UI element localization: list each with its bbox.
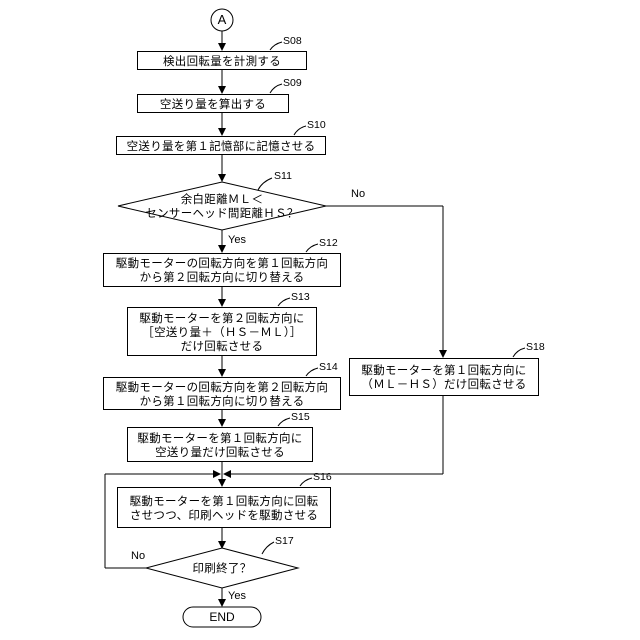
step-s12-line-2: から第２回転方向に切り替える <box>116 270 328 284</box>
step-s17-id: S17 <box>275 535 294 547</box>
s11-no-label: No <box>351 188 365 200</box>
step-s15-id: S15 <box>291 411 310 423</box>
step-s11-line-1: 余白距離ＭＬ＜ <box>132 192 312 206</box>
step-s08-box: 検出回転量を計測する <box>137 51 307 70</box>
step-s08-text: 検出回転量を計測する <box>163 54 281 68</box>
step-s10-id: S10 <box>307 119 326 131</box>
step-s11-id: S11 <box>274 170 292 182</box>
step-s11-line-2: センサーヘッド間距離ＨＳ？ <box>132 206 312 220</box>
step-s16-line-2: させつつ、印刷ヘッドを駆動させる <box>130 508 319 522</box>
step-s14-box: 駆動モーターの回転方向を第２回転方向 から第１回転方向に切り替える <box>103 377 341 410</box>
step-s09-text: 空送り量を算出する <box>160 97 266 111</box>
step-s09-box: 空送り量を算出する <box>137 94 289 113</box>
step-s18-line-1: 駆動モーターを第１回転方向に <box>361 363 526 377</box>
connector-label: A <box>210 12 234 27</box>
step-s12-line-1: 駆動モーターの回転方向を第１回転方向 <box>116 256 328 270</box>
step-s14-id: S14 <box>319 361 338 373</box>
step-s11-text: 余白距離ＭＬ＜ センサーヘッド間距離ＨＳ？ <box>132 192 312 220</box>
step-s13-line-1: 駆動モーターを第２回転方向に <box>139 311 304 325</box>
step-s13-box: 駆動モーターを第２回転方向に ［空送り量＋（ＨＳ－ＭＬ）］ だけ回転させる <box>127 307 317 356</box>
step-s08-id: S08 <box>283 35 302 47</box>
step-s17-text: 印刷終了？ <box>162 561 282 575</box>
s11-yes-label: Yes <box>228 234 246 246</box>
step-s13-line-2: ［空送り量＋（ＨＳ－ＭＬ）］ <box>139 325 304 339</box>
s17-yes-label: Yes <box>228 590 246 602</box>
step-s16-box: 駆動モーターを第１回転方向に回転 させつつ、印刷ヘッドを駆動させる <box>117 487 331 528</box>
step-s12-id: S12 <box>319 237 338 249</box>
s17-no-label: No <box>131 550 145 562</box>
step-s15-box: 駆動モーターを第１回転方向に 空送り量だけ回転させる <box>127 427 313 462</box>
step-s10-box: 空送り量を第１記憶部に記憶させる <box>116 136 326 155</box>
step-s12-box: 駆動モーターの回転方向を第１回転方向 から第２回転方向に切り替える <box>103 253 341 287</box>
end-terminal-label: END <box>184 610 260 624</box>
step-s15-line-1: 駆動モーターを第１回転方向に <box>137 431 302 445</box>
step-s14-line-2: から第１回転方向に切り替える <box>116 394 328 408</box>
step-s18-box: 駆動モーターを第１回転方向に （ＭＬ－ＨＳ）だけ回転させる <box>349 358 539 396</box>
step-s16-id: S16 <box>313 471 332 483</box>
step-s13-id: S13 <box>291 291 310 303</box>
step-s16-line-1: 駆動モーターを第１回転方向に回転 <box>130 494 319 508</box>
step-s10-text: 空送り量を第１記憶部に記憶させる <box>127 139 316 153</box>
step-s09-id: S09 <box>283 77 302 89</box>
step-s15-line-2: 空送り量だけ回転させる <box>137 445 302 459</box>
step-s14-line-1: 駆動モーターの回転方向を第２回転方向 <box>116 380 328 394</box>
step-s18-id: S18 <box>526 341 545 353</box>
step-s13-line-3: だけ回転させる <box>139 339 304 353</box>
step-s18-line-2: （ＭＬ－ＨＳ）だけ回転させる <box>361 377 526 391</box>
